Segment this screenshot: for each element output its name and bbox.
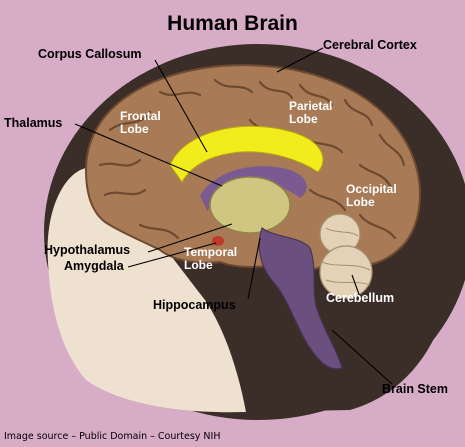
- pointer-lines: [74, 47, 393, 385]
- cerebellum-folia: [321, 227, 371, 286]
- thalamus-shape: [209, 176, 291, 234]
- frontal-lobe-line2: Lobe: [120, 122, 149, 136]
- occipital-lobe-line1: Occipital: [346, 182, 397, 196]
- label-cerebellum: Cerebellum: [326, 291, 395, 305]
- fornix-shape: [200, 166, 307, 212]
- label-cerebral-cortex: Cerebral Cortex: [323, 38, 417, 52]
- label-hippocampus: Hippocampus: [153, 298, 236, 312]
- diagram-title: Human Brain: [167, 12, 298, 35]
- label-corpus-callosum: Corpus Callosum: [38, 47, 142, 61]
- label-hypothalamus: Hypothalamus: [44, 243, 131, 257]
- label-amygdala: Amygdala: [64, 259, 124, 273]
- image-source-credit: Image source – Public Domain – Courtesy …: [4, 431, 221, 442]
- label-brain-stem: Brain Stem: [382, 382, 448, 396]
- parietal-lobe-line2: Lobe: [289, 112, 318, 126]
- cavity-fill: [47, 167, 247, 413]
- cerebellum-lower: [319, 245, 373, 299]
- label-frontal-lobe: Frontal Lobe: [120, 110, 161, 136]
- frontal-lobe-line1: Frontal: [120, 109, 161, 123]
- parietal-lobe-line1: Parietal: [289, 99, 333, 113]
- label-temporal-lobe: Temporal Lobe: [184, 246, 237, 272]
- label-occipital-lobe: Occipital Lobe: [346, 183, 397, 209]
- temporal-lobe-line2: Lobe: [184, 258, 213, 272]
- cortex-sulci: [98, 78, 406, 240]
- corpus-callosum-shape: [169, 125, 324, 183]
- label-thalamus: Thalamus: [4, 116, 63, 130]
- brain-stem-shape: [258, 227, 343, 370]
- occipital-lobe-line2: Lobe: [346, 195, 375, 209]
- label-parietal-lobe: Parietal Lobe: [289, 100, 332, 126]
- temporal-lobe-line1: Temporal: [184, 245, 238, 259]
